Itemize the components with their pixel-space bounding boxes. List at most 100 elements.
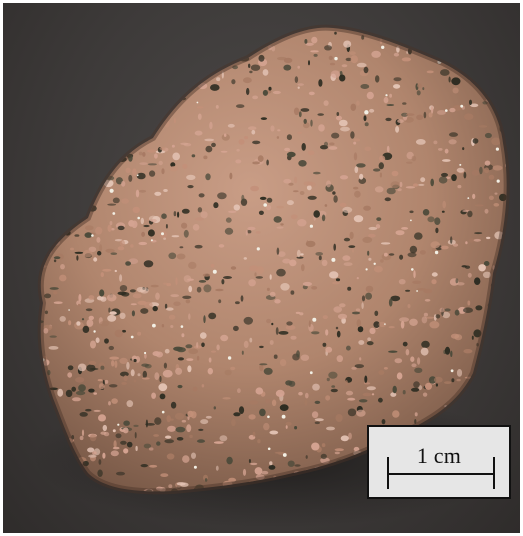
mineral-grain [421,340,430,348]
mineral-grain [247,230,252,234]
mineral-grain [144,301,153,308]
mineral-grain [262,27,267,31]
mineral-grain [339,202,347,208]
mineral-grain [145,34,153,43]
mineral-grain [384,197,391,202]
mineral-grain [466,401,470,406]
mineral-grain [124,84,132,93]
mineral-grain [92,174,99,181]
mineral-grain [288,380,296,387]
mineral-grain [126,361,130,370]
mineral-grain [329,62,336,66]
mineral-grain [276,136,280,139]
mineral-grain [74,161,79,165]
mineral-grain [79,435,84,441]
mineral-grain [406,50,409,54]
mineral-grain [188,22,196,27]
mineral-grain [259,363,264,372]
mineral-grain [341,64,348,68]
mineral-grain [117,291,127,296]
mineral-grain [157,77,165,85]
mineral-grain [440,69,450,76]
mineral-grain [438,148,443,151]
mineral-grain [347,286,352,291]
mineral-grain [353,446,360,452]
mineral-grain [464,113,474,120]
mineral-grain [161,22,164,25]
mineral-grain [313,171,321,175]
mineral-grain [167,425,176,432]
mineral-grain [128,174,133,182]
mineral-grain [161,324,165,328]
mineral-grain [297,83,304,86]
mineral-grain [323,141,329,147]
mineral-grain [332,281,340,285]
mineral-grain [301,264,305,272]
mineral-grain [98,383,105,390]
mineral-grain [351,366,357,370]
mineral-grain [188,285,193,293]
mineral-grain [477,69,487,75]
mineral-grain [215,465,219,471]
mineral-grain [204,478,208,482]
mineral-grain [203,155,208,160]
mineral-grain [110,450,119,457]
mica-glint [161,410,165,414]
mineral-grain [284,147,291,152]
mineral-grain [34,379,40,385]
mineral-grain [296,249,301,258]
mineral-grain [390,295,401,302]
mineral-grain [484,167,490,174]
mineral-grain [215,288,224,292]
mineral-grain [159,147,166,151]
mineral-grain [126,108,131,114]
mineral-grain [66,184,72,189]
mineral-grain [433,140,438,145]
mineral-grain [502,329,507,336]
mineral-grain [93,409,101,412]
mineral-grain [479,406,488,410]
mineral-grain [145,419,148,428]
mineral-grain [104,379,109,384]
mineral-grain [130,369,135,377]
mineral-grain [355,308,361,312]
mineral-grain [448,76,451,83]
mineral-grain [74,251,84,254]
mineral-grain [110,252,118,255]
mineral-grain [502,21,511,26]
mineral-grain [100,365,105,370]
mineral-grain [324,204,328,207]
mica-glint [267,447,271,451]
mineral-grain [235,301,240,305]
mineral-grain [299,191,305,195]
mineral-grain [365,285,374,293]
mineral-grain [501,68,507,74]
mineral-grain [336,115,342,121]
mineral-grain [119,357,128,364]
mineral-grain [60,49,66,57]
mineral-grain [164,120,170,128]
mineral-grain [49,335,57,338]
mineral-grain [398,279,406,285]
mineral-grain [390,392,397,397]
mineral-grain [243,77,252,84]
mineral-grain [72,99,77,106]
mineral-grain [100,431,107,435]
mineral-grain [465,241,468,245]
mineral-grain [329,271,339,279]
mineral-grain [107,203,117,206]
mica-glint [256,247,260,251]
mineral-grain [127,35,131,41]
mineral-grain [145,489,153,492]
mineral-grain [119,312,126,319]
mineral-grain [459,60,466,69]
mineral-grain [361,302,364,309]
mineral-grain [282,258,291,264]
mineral-grain [314,418,324,422]
mineral-grain [222,397,231,400]
mineral-grain [285,421,292,426]
mineral-grain [123,420,130,426]
mineral-grain [297,219,307,227]
mineral-grain [71,53,75,58]
mineral-grain [142,377,150,380]
